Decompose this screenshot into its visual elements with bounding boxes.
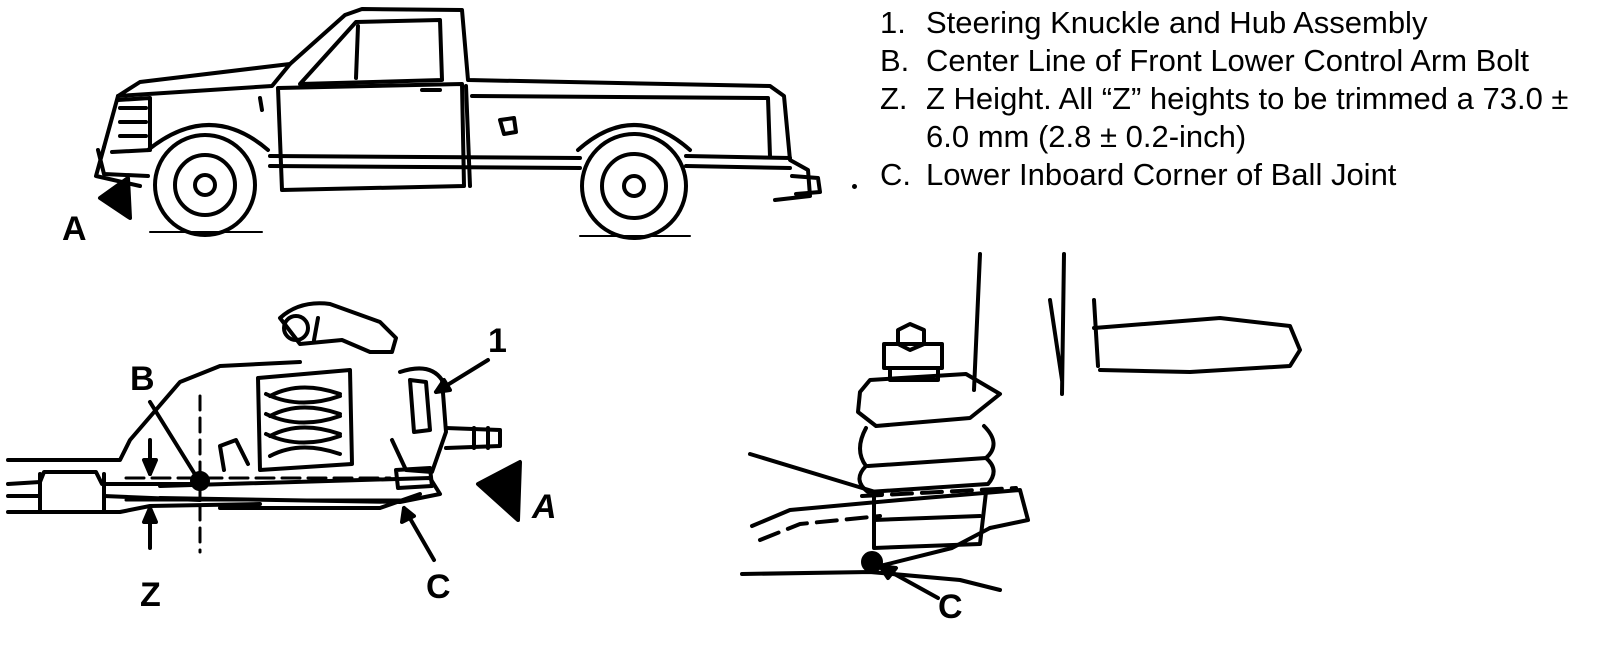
legend: 1. Steering Knuckle and Hub Assembly B. … [880,4,1610,194]
legend-item-z: Z. Z Height. All “Z” heights to be trimm… [880,80,1610,156]
callout-c-right: C [938,588,963,626]
view-a-arrow-truck [98,176,132,220]
legend-item-1: 1. Steering Knuckle and Hub Assembly [880,4,1610,42]
callout-z: Z [140,576,161,614]
pickup-truck-illustration [94,7,822,240]
ball-joint-detail-diagram [740,252,1302,600]
callout-b: B [130,360,155,398]
legend-key: C. [880,157,911,192]
legend-text: Steering Knuckle and Hub Assembly [926,5,1428,40]
callout-a-truck: A [62,210,87,248]
front-suspension-diagram [6,301,522,562]
stray-dot [852,184,857,189]
callout-1: 1 [488,322,507,360]
legend-item-b: B. Center Line of Front Lower Control Ar… [880,42,1610,80]
callout-a-view: A [532,488,557,526]
callout-c-left: C [426,568,451,606]
legend-item-c: C. Lower Inboard Corner of Ball Joint [880,156,1610,194]
legend-key: 1. [880,5,906,40]
legend-key: B. [880,43,910,78]
legend-text: Center Line of Front Lower Control Arm B… [926,43,1530,78]
legend-text: Lower Inboard Corner of Ball Joint [926,157,1397,192]
legend-key: Z. [880,81,908,116]
legend-text: Z Height. All “Z” heights to be trimmed … [926,81,1569,154]
